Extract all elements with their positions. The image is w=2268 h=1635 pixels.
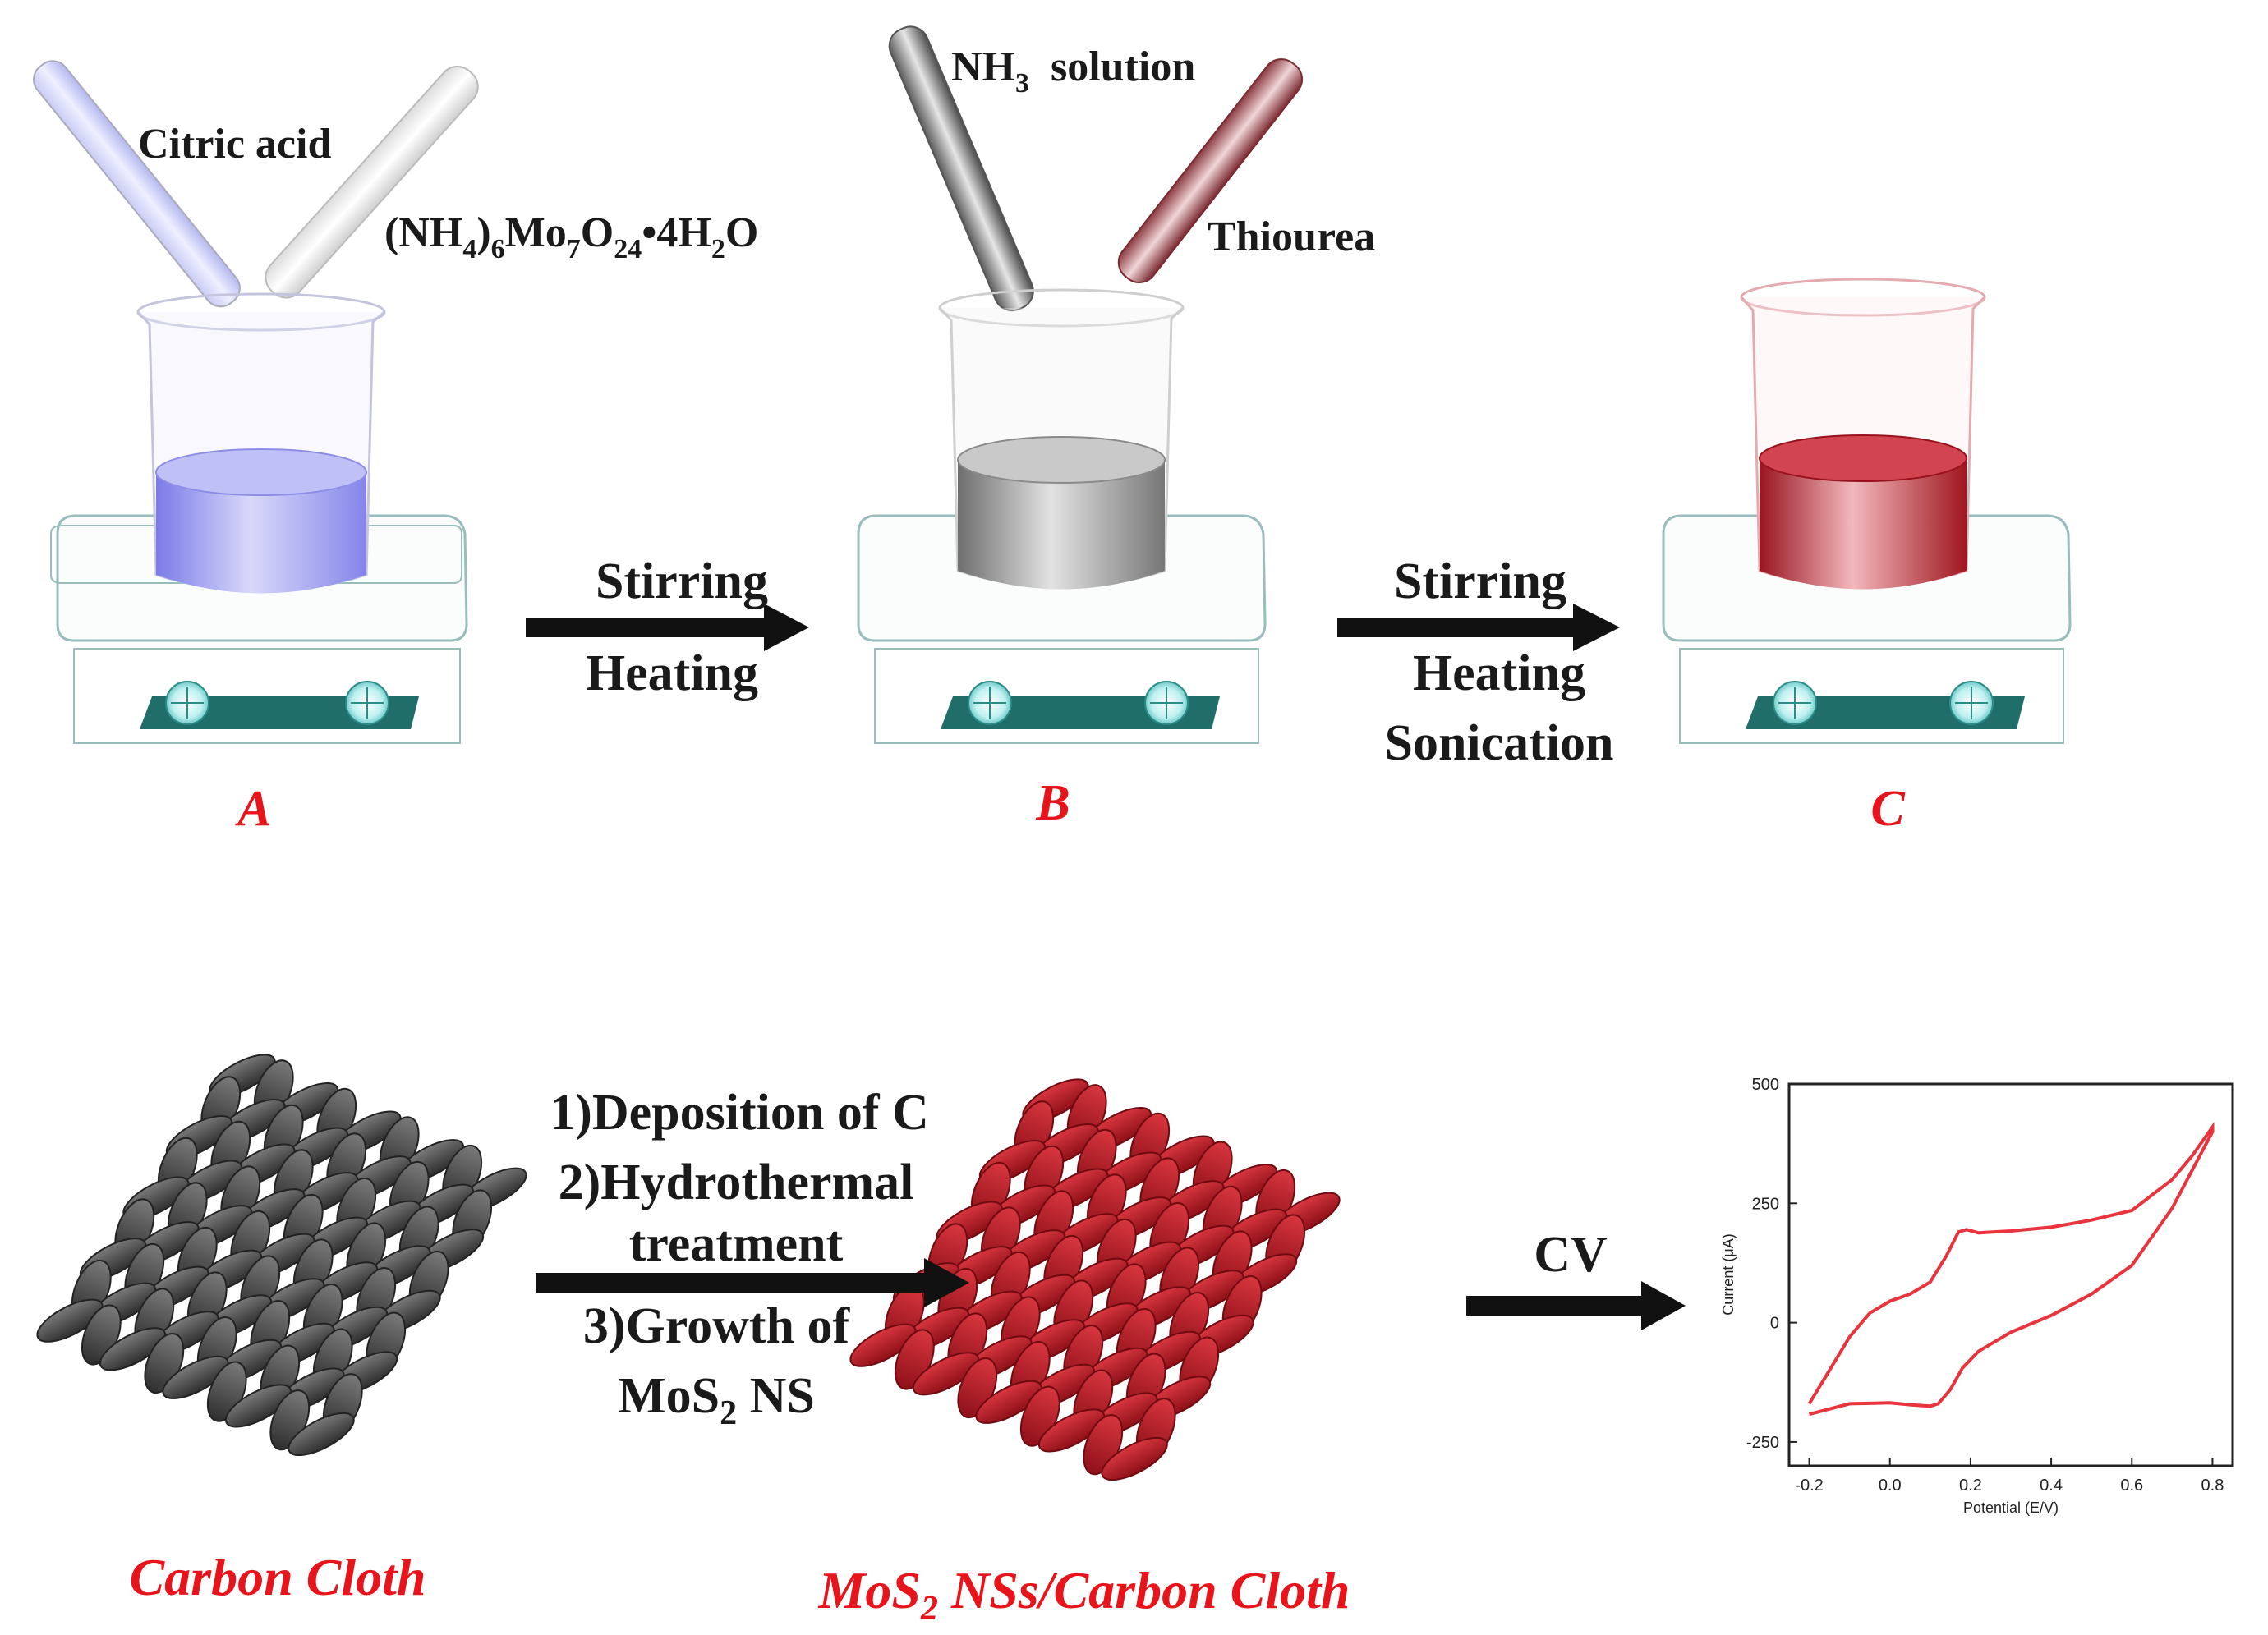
cloth-fiber: [912, 1352, 980, 1396]
arrow-a-to-b: [526, 604, 809, 651]
citric-acid-tube: [33, 60, 241, 308]
citric-acid-label: Citric acid: [138, 121, 331, 168]
beaker-b: [938, 288, 1185, 590]
y-tick-label: 500: [1752, 1076, 1779, 1094]
carbon-cloth-label: Carbon Cloth: [129, 1548, 426, 1606]
cloth-fiber: [849, 1323, 917, 1367]
cloth-fiber: [224, 1384, 292, 1428]
treatment-label: treatment: [629, 1216, 844, 1272]
x-tick-label: -0.2: [1795, 1477, 1823, 1495]
arrow-cloth-to-mos2: [536, 1258, 969, 1307]
cv-label: CV: [1534, 1227, 1608, 1283]
carbon-cloth-image: [36, 1054, 527, 1457]
nh3-solution-label: NH3 solution: [951, 44, 1195, 99]
y-tick-label: -250: [1746, 1434, 1779, 1452]
x-axis-label: Potential (E/V): [1963, 1500, 2059, 1516]
step-b-label: B: [1035, 775, 1070, 831]
x-tick-label: 0.2: [1959, 1477, 1982, 1495]
deposition-step-label: 1)Deposition of C: [550, 1085, 929, 1141]
molybdate-tube: [265, 66, 479, 299]
arrow1-stirring-label: Stirring: [596, 553, 768, 609]
growth-step-label: 3)Growth of: [583, 1298, 851, 1354]
cloth-fiber: [975, 1380, 1042, 1424]
cloth-fiber: [1101, 1436, 1168, 1481]
arrow2-stirring-label: Stirring: [1394, 553, 1566, 609]
hydrothermal-step-label: 2)Hydrothermal: [559, 1155, 914, 1210]
cloth-fiber: [36, 1298, 104, 1343]
x-tick-label: 0.6: [2120, 1477, 2143, 1495]
stage-a: [33, 60, 479, 744]
nh3-tube: [888, 25, 1034, 312]
thiourea-tube: [1117, 58, 1304, 283]
arrow-b-to-c: [1337, 604, 1620, 651]
stage-b: [857, 25, 1304, 744]
thiourea-label: Thiourea: [1208, 214, 1375, 260]
x-tick-label: 0.4: [2040, 1477, 2063, 1495]
x-tick-label: 0.8: [2201, 1477, 2224, 1495]
stage-c: [1662, 278, 2072, 744]
arrow2-sonication-label: Sonication: [1384, 715, 1613, 771]
cv-chart: -0.2 0.0 0.2 0.4 0.6 0.8 500 250 0 -250 Potential…: [1720, 1076, 2234, 1516]
molybdate-label: (NH4)6Mo7O24•4H2O: [384, 209, 758, 264]
cloth-fiber: [99, 1327, 167, 1371]
mos2-ns-label: MoS2 NS: [618, 1368, 815, 1432]
arrow2-heating-label: Heating: [1413, 645, 1585, 701]
cloth-fiber: [1037, 1408, 1106, 1453]
cloth-fiber: [288, 1412, 355, 1457]
cloth-fiber: [162, 1355, 229, 1399]
chart-frame: [1787, 1082, 2234, 1467]
beaker-a: [136, 292, 386, 594]
mos2-carbon-cloth-label: MoS2 NSs/Carbon Cloth: [817, 1561, 1350, 1628]
beaker-c: [1740, 278, 1986, 590]
x-tick-label: 0.0: [1879, 1477, 1902, 1495]
y-axis-label: Current (μA): [1720, 1233, 1737, 1315]
arrow1-heating-label: Heating: [586, 645, 758, 701]
cv-series-line: [1807, 1121, 2215, 1417]
y-tick-label: 0: [1770, 1315, 1779, 1333]
arrow-to-cv: [1466, 1281, 1686, 1330]
y-tick-label: 250: [1752, 1195, 1779, 1213]
step-a-label: A: [234, 781, 271, 837]
step-c-label: C: [1870, 781, 1905, 837]
